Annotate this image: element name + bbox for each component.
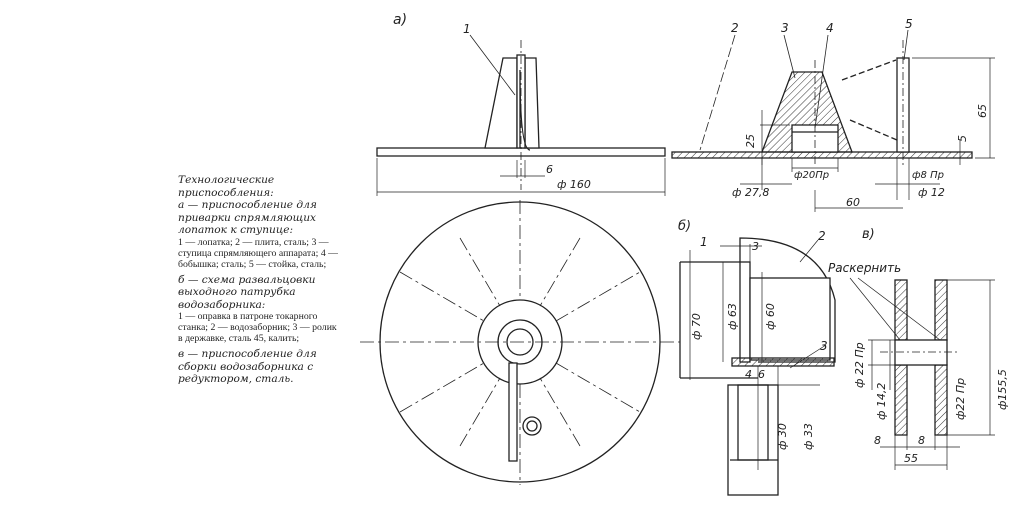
caption-c-description: в — приспособление для сборки водозаборн… xyxy=(178,348,317,385)
view-a-plan xyxy=(360,200,680,485)
part-number-4: 4 xyxy=(826,21,834,35)
dim-6: 6 xyxy=(546,163,553,176)
view-label-b: б) xyxy=(678,219,691,234)
part-number-3: 3 xyxy=(781,21,789,35)
view-c-section xyxy=(849,277,995,470)
dim-65: 65 xyxy=(976,104,989,118)
part-number-1: 1 xyxy=(463,22,471,36)
dim-27-8: ф 27,8 xyxy=(732,186,769,199)
part-number-2: 2 xyxy=(731,21,739,35)
dim-b-70: ф 70 xyxy=(690,313,703,340)
dim-b-30: ф 30 xyxy=(776,423,789,450)
dim-60: 60 xyxy=(846,196,860,209)
dim-25: 25 xyxy=(744,134,757,148)
caption-a-description: а — приспособление для приварки спрямляю… xyxy=(178,199,317,236)
caption-a-parts: 1 — лопатка; 2 — плита, сталь; 3 — ступи… xyxy=(178,236,338,270)
dim-160: ф 160 xyxy=(557,178,591,191)
dim-c-8-right: 8 xyxy=(918,434,925,447)
dim-c-8-left: 8 xyxy=(874,434,881,447)
caption-b-parts: 1 — оправка в патроне токарного станка; … xyxy=(178,311,337,344)
part-number-b3: 3 xyxy=(820,339,828,353)
dim-c-14-2: ф 14,2 xyxy=(875,383,888,420)
dim-b-63: ф 63 xyxy=(726,303,739,330)
dim-20: ф20Пр xyxy=(794,170,829,181)
dim-b-6: 6 xyxy=(758,368,765,381)
part-number-5: 5 xyxy=(905,17,913,31)
dim-b-4: 4 xyxy=(745,368,752,381)
mark-label: Раскернить xyxy=(828,261,901,275)
part-number-b3-top: 3 xyxy=(752,240,759,253)
drawing-labels: а) б) в) 1 2 3 4 5 1 2 3 3 6 ф 160 25 65… xyxy=(393,12,1009,465)
caption-title: Технологические приспособления: xyxy=(178,174,275,199)
dim-c-22: ф 22 Пр xyxy=(853,342,866,388)
dim-5: 5 xyxy=(956,135,969,142)
view-a-side xyxy=(376,34,666,196)
view-a-section xyxy=(671,29,995,212)
dim-b-33: ф 33 xyxy=(802,423,815,450)
dim-12: ф 12 xyxy=(918,186,945,199)
view-label-c: в) xyxy=(862,227,875,242)
dim-8: ф8 Пр xyxy=(912,170,944,181)
view-b-section xyxy=(679,237,836,496)
part-number-b2: 2 xyxy=(818,229,826,243)
caption-b-description: б — схема развальцовки выходного патрубк… xyxy=(178,273,316,311)
part-number-b1: 1 xyxy=(700,235,708,249)
dim-c-155-5: ф155,5 xyxy=(996,369,1009,410)
figure-caption: Технологические приспособления: а — прис… xyxy=(178,174,338,386)
dim-c-22-pr: ф22 Пр xyxy=(954,378,967,420)
view-label-a: а) xyxy=(393,12,407,28)
dim-c-55: 55 xyxy=(904,452,918,465)
dim-b-60: ф 60 xyxy=(764,303,777,330)
